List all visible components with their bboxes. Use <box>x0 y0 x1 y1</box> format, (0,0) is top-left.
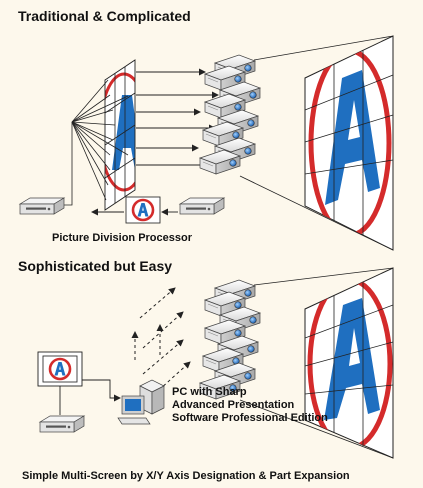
projector-stack-bottom <box>199 279 261 400</box>
projection-beams-bottom <box>239 267 394 459</box>
top-panel-title: Traditional & Complicated <box>18 8 191 24</box>
bottom-caption: Simple Multi-Screen by X/Y Axis Designat… <box>22 470 350 482</box>
processor-device-icon <box>19 197 65 215</box>
bottom-panel-title: Sophisticated but Easy <box>18 258 173 274</box>
projector-icon <box>199 149 241 175</box>
multi-screen-top <box>304 35 394 251</box>
processor-row <box>19 195 225 225</box>
panel-to-projector-arrows <box>136 68 219 169</box>
divided-picture-panels <box>104 59 136 211</box>
projector-stack-top <box>199 54 261 175</box>
pc-label-line1: PC with Sharp <box>172 386 247 398</box>
processor-label: Picture Division Processor <box>52 232 192 244</box>
pc-label: PC with Sharp Advanced Presentation Soft… <box>172 386 328 425</box>
multi-screen-bottom <box>304 267 394 459</box>
a-logo-icon <box>41 354 79 384</box>
pc-label-line3: Software Professional Edition <box>172 412 328 424</box>
a-logo-icon <box>124 195 162 225</box>
pc-label-line2: Advanced Presentation <box>172 399 295 411</box>
pc-icon <box>117 379 165 425</box>
bottom-source <box>37 351 121 433</box>
fan-out-lines <box>62 79 129 206</box>
dashed-signal-arrows <box>131 287 191 399</box>
source-device-icon <box>39 415 85 433</box>
source-device-icon <box>179 197 225 215</box>
